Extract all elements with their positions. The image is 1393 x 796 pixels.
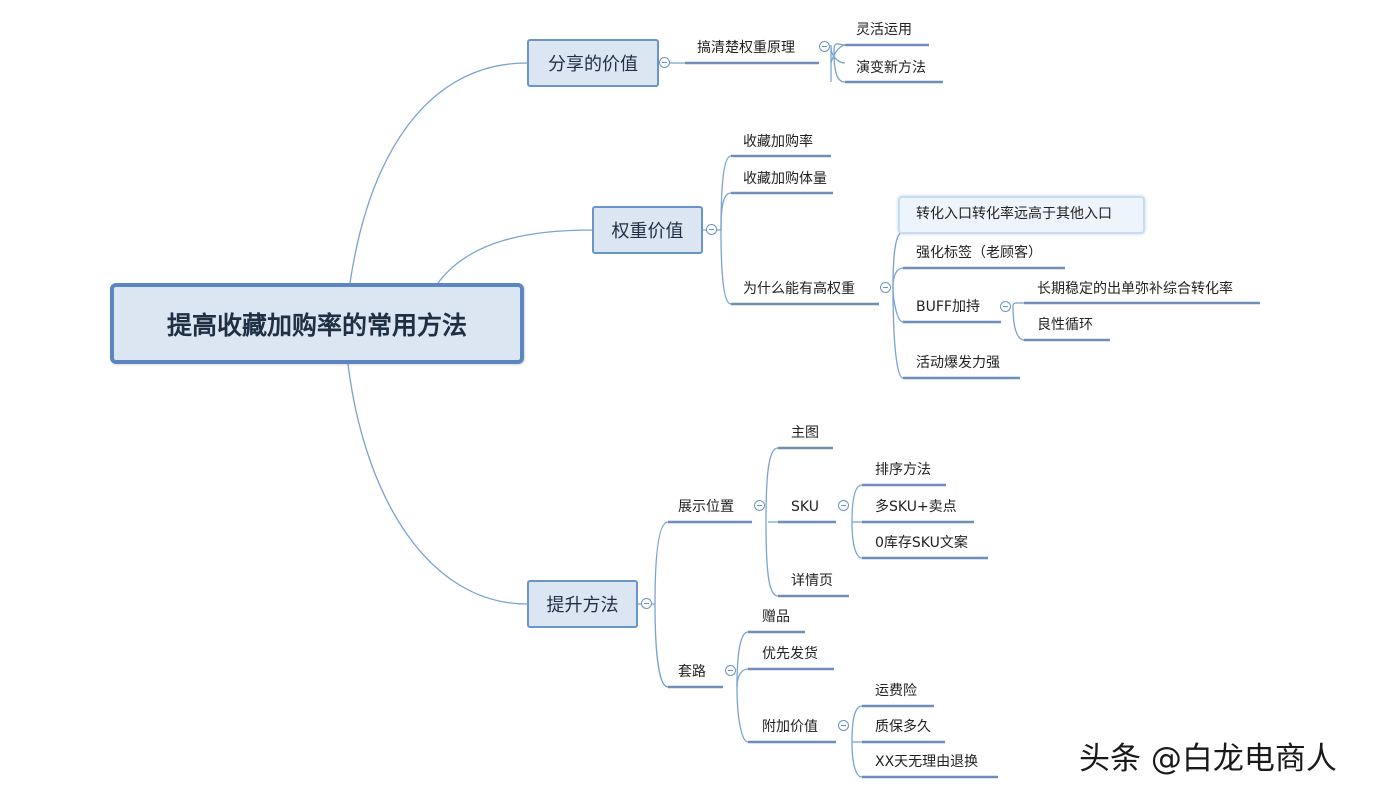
collapse-icon[interactable] — [754, 500, 765, 511]
node-display-position[interactable]: 展示位置 — [678, 499, 734, 515]
root-node[interactable]: 提高收藏加购率的常用方法 — [110, 283, 524, 364]
node-why-high-weight[interactable]: 为什么能有高权重 — [743, 281, 855, 297]
watermark: 头条 @白龙电商人 — [1079, 741, 1337, 777]
node-fav-cart-rate[interactable]: 收藏加购率 — [743, 134, 813, 150]
node-tricks[interactable]: 套路 — [678, 664, 706, 680]
node-priority-shipping[interactable]: 优先发货 — [762, 646, 818, 662]
node-multi-sku[interactable]: 多SKU+卖点 — [875, 499, 957, 515]
node-weight-principle[interactable]: 搞清楚权重原理 — [697, 40, 795, 56]
node-gift[interactable]: 赠品 — [762, 609, 790, 625]
connector-root-share — [349, 62, 528, 284]
collapse-icon[interactable] — [659, 57, 670, 68]
collapse-icon[interactable] — [819, 41, 830, 52]
node-strengthen-tag[interactable]: 强化标签（老顾客） — [916, 245, 1042, 261]
node-long-stable-orders[interactable]: 长期稳定的出单弥补综合转化率 — [1037, 281, 1233, 297]
collapse-icon[interactable] — [706, 224, 717, 235]
node-added-value[interactable]: 附加价值 — [762, 719, 818, 735]
node-fav-cart-volume[interactable]: 收藏加购体量 — [743, 171, 827, 187]
node-flexible-use[interactable]: 灵活运用 — [856, 22, 912, 38]
collapse-icon[interactable] — [641, 598, 652, 609]
node-virtuous-cycle[interactable]: 良性循环 — [1037, 317, 1093, 333]
node-share-value[interactable]: 分享的价值 — [527, 39, 659, 87]
node-zero-stock-sku[interactable]: 0库存SKU文案 — [875, 535, 968, 551]
collapse-icon[interactable] — [838, 500, 849, 511]
collapse-icon[interactable] — [725, 665, 736, 676]
node-sort-method[interactable]: 排序方法 — [875, 462, 931, 478]
connector-root-weight — [437, 229, 593, 284]
node-event-burst[interactable]: 活动爆发力强 — [916, 355, 1000, 371]
node-detail-page[interactable]: 详情页 — [791, 573, 833, 589]
node-weight-value[interactable]: 权重价值 — [592, 206, 703, 254]
node-sku[interactable]: SKU — [791, 499, 819, 515]
node-free-return[interactable]: XX天无理由退换 — [875, 754, 979, 770]
collapse-icon[interactable] — [1000, 301, 1011, 312]
connector-root-improve — [347, 363, 528, 605]
selection-highlight — [898, 196, 1145, 234]
collapse-icon[interactable] — [838, 720, 849, 731]
node-warranty[interactable]: 质保多久 — [875, 719, 931, 735]
node-new-method[interactable]: 演变新方法 — [856, 60, 926, 76]
node-shipping-insurance[interactable]: 运费险 — [875, 683, 917, 699]
node-main-image[interactable]: 主图 — [791, 425, 819, 441]
node-conversion-entry[interactable]: 转化入口转化率远高于其他入口 — [916, 206, 1112, 222]
node-buff[interactable]: BUFF加持 — [916, 299, 980, 315]
node-improve-method[interactable]: 提升方法 — [527, 580, 638, 628]
collapse-icon[interactable] — [880, 282, 891, 293]
